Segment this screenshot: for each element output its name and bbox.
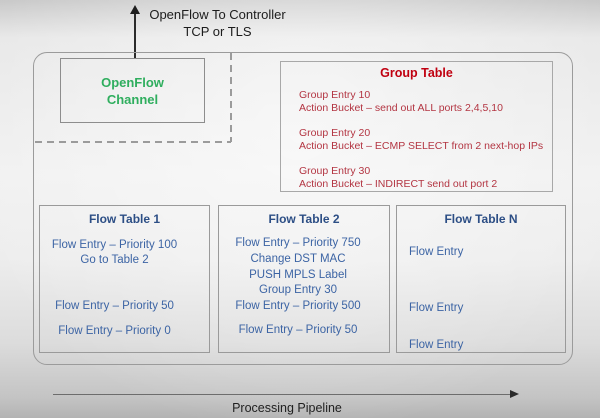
dashed-divider-horizontal bbox=[35, 141, 231, 143]
flow-table-2-entries: Flow Entry – Priority 750 Change DST MAC… bbox=[219, 236, 389, 339]
flow-entry: Flow Entry bbox=[409, 246, 464, 258]
flow-table-2-title: Flow Table 2 bbox=[268, 212, 340, 226]
flow-entry: Flow Entry – Priority 100 bbox=[51, 239, 178, 251]
group-entry-action: Action Bucket – send out ALL ports 2,4,5… bbox=[299, 102, 503, 114]
arrow-up-icon bbox=[130, 5, 140, 14]
pipeline-arrow-line bbox=[53, 394, 510, 396]
arrow-right-icon bbox=[510, 390, 519, 398]
flow-entry: Flow Entry – Priority 500 bbox=[235, 300, 361, 313]
controller-link-label: OpenFlow To Controller TCP or TLS bbox=[140, 6, 295, 40]
flow-entry: Flow Entry – Priority 50 bbox=[55, 300, 174, 312]
flow-entry: Flow Entry bbox=[409, 339, 464, 351]
dashed-divider-vertical bbox=[230, 53, 232, 142]
flow-entry-action: Group Entry 30 bbox=[259, 284, 337, 297]
switch-container bbox=[33, 52, 573, 365]
group-table-entries: Group Entry 10 Action Bucket – send out … bbox=[281, 89, 552, 191]
group-entry-action: Action Bucket – INDIRECT send out port 2 bbox=[299, 178, 498, 190]
spacer bbox=[40, 268, 189, 299]
spacer bbox=[40, 314, 189, 324]
group-entry: Group Entry 10 Action Bucket – send out … bbox=[299, 89, 552, 115]
openflow-channel-line2: Channel bbox=[106, 91, 159, 107]
flow-entry-action: PUSH MPLS Label bbox=[249, 268, 347, 281]
flow-table-2-box: Flow Table 2 Flow Entry – Priority 750 C… bbox=[218, 205, 390, 353]
flow-table-1-box: Flow Table 1 Flow Entry – Priority 100 G… bbox=[39, 205, 210, 353]
flow-entry: Flow Entry – Priority 50 bbox=[238, 323, 358, 336]
group-entry: Group Entry 20 Action Bucket – ECMP SELE… bbox=[299, 127, 552, 153]
openflow-channel-box: OpenFlow Channel bbox=[60, 58, 205, 123]
flow-table-n-entries: Flow Entry Flow Entry Flow Entry bbox=[397, 245, 565, 353]
flow-table-n-box: Flow Table N Flow Entry Flow Entry Flow … bbox=[396, 205, 566, 353]
group-entry: Group Entry 30 Action Bucket – INDIRECT … bbox=[299, 165, 552, 191]
flow-entry-action: Go to Table 2 bbox=[80, 254, 149, 266]
openflow-channel-line1: OpenFlow bbox=[101, 74, 164, 90]
group-table-box: Group Table Group Entry 10 Action Bucket… bbox=[280, 61, 553, 192]
spacer bbox=[219, 315, 377, 323]
flow-entry: Flow Entry bbox=[409, 302, 464, 314]
group-entry-name: Group Entry 30 bbox=[299, 165, 371, 177]
pipeline-label: Processing Pipeline bbox=[232, 401, 342, 415]
controller-link-line2: TCP or TLS bbox=[183, 24, 252, 39]
controller-link-line1: OpenFlow To Controller bbox=[149, 7, 286, 22]
group-entry-name: Group Entry 20 bbox=[299, 127, 371, 139]
flow-table-1-entries: Flow Entry – Priority 100 Go to Table 2 … bbox=[40, 238, 209, 339]
group-entry-name: Group Entry 10 bbox=[299, 89, 371, 101]
flow-table-n-title: Flow Table N bbox=[444, 212, 518, 226]
controller-arrow-line bbox=[134, 13, 136, 58]
flow-table-1-title: Flow Table 1 bbox=[88, 212, 161, 226]
flow-entry: Flow Entry – Priority 750 bbox=[235, 237, 361, 249]
group-entry-action: Action Bucket – ECMP SELECT from 2 next-… bbox=[299, 140, 544, 152]
group-table-title: Group Table bbox=[380, 66, 453, 80]
flow-entry: Flow Entry – Priority 0 bbox=[58, 325, 171, 337]
flow-entry-action: Change DST MAC bbox=[250, 252, 346, 265]
